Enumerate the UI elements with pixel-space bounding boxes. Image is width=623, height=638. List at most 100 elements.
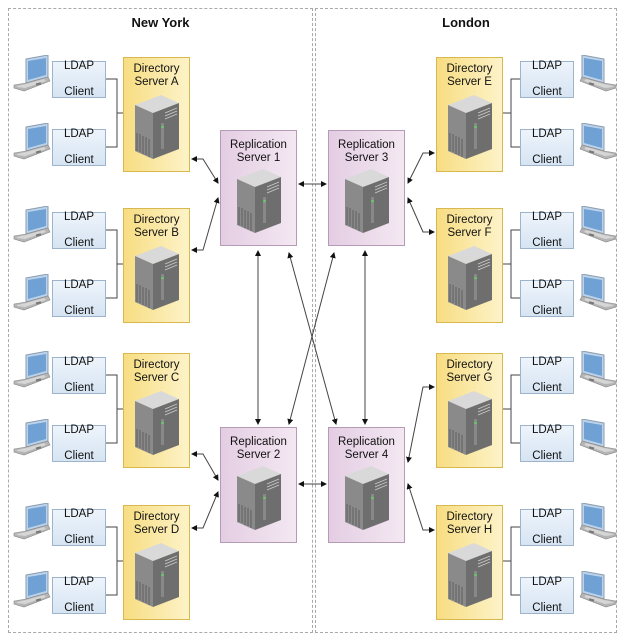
server-icon [131, 242, 183, 312]
laptop-icon [578, 205, 618, 246]
label-line: LDAP [531, 356, 563, 368]
client-connector [106, 78, 118, 148]
label-line: LDAP [531, 576, 563, 588]
laptop-icon [578, 502, 618, 543]
label-line: Directory [133, 214, 180, 226]
label-line: Server B [134, 227, 179, 239]
label-line: Client [64, 86, 94, 98]
label-line: LDAP [63, 211, 95, 223]
label-line: LDAP [531, 279, 563, 291]
label-line: Client [64, 237, 94, 249]
label-line: Server 4 [344, 449, 389, 461]
label-line: LDAP [63, 60, 95, 72]
server-icon [233, 165, 285, 235]
server-icon [444, 242, 496, 312]
label-line: Client [532, 534, 562, 546]
label-line: LDAP [63, 356, 95, 368]
label-line: Server H [446, 524, 493, 536]
laptop-icon [12, 570, 52, 611]
ldap-client: LDAP Client [520, 128, 574, 166]
replication-link [287, 252, 336, 425]
label-line: Client [532, 237, 562, 249]
ldap-client: LDAP Client [520, 356, 574, 394]
laptop-icon [578, 273, 618, 314]
label-line: Server C [133, 372, 180, 384]
label-line: Client [532, 450, 562, 462]
label-line: LDAP [63, 424, 95, 436]
label-line: Client [64, 305, 94, 317]
label-line: LDAP [531, 128, 563, 140]
server-icon [131, 387, 183, 457]
server-icon [444, 539, 496, 609]
label-line: Replication [338, 139, 395, 151]
server-icon [341, 462, 393, 532]
label-line: Client [532, 305, 562, 317]
label-line: Server F [447, 227, 492, 239]
laptop-icon [12, 205, 52, 246]
ldap-client: LDAP Client [520, 576, 574, 614]
replication-link [406, 384, 435, 463]
label-line: Replication [230, 436, 287, 448]
server-icon [131, 91, 183, 161]
label-line: Client [532, 602, 562, 614]
label-line: Directory [133, 511, 180, 523]
laptop-icon [12, 502, 52, 543]
ldap-client: LDAP Client [520, 279, 574, 317]
server-icon [341, 165, 393, 235]
client-connector [510, 229, 520, 299]
server-icon [444, 387, 496, 457]
laptop-icon [578, 350, 618, 391]
client-connector [106, 526, 118, 596]
server-icon [444, 91, 496, 161]
replication-link [407, 197, 435, 235]
label-line: Server 2 [236, 449, 281, 461]
server-icon [233, 462, 285, 532]
label-line: Directory [133, 63, 180, 75]
label-line: Server E [447, 76, 492, 88]
client-connector [510, 374, 520, 444]
label-line: Client [532, 154, 562, 166]
label-line: Directory [446, 214, 493, 226]
label-line: Client [64, 382, 94, 394]
label-line: Directory [446, 359, 493, 371]
laptop-icon [578, 122, 618, 163]
ldap-client: LDAP Client [52, 508, 106, 546]
replication-link [191, 197, 220, 253]
client-connector [510, 526, 520, 596]
label-line: LDAP [63, 279, 95, 291]
laptop-icon [12, 418, 52, 459]
label-line: Client [532, 382, 562, 394]
laptop-icon [12, 54, 52, 95]
replication-link [191, 491, 219, 531]
label-line: Directory [446, 511, 493, 523]
label-line: Replication [338, 436, 395, 448]
label-line: Client [64, 450, 94, 462]
ldap-client: LDAP Client [52, 211, 106, 249]
label-line: Directory [446, 63, 493, 75]
client-connector [106, 374, 118, 444]
label-line: LDAP [63, 576, 95, 588]
label-line: Server G [446, 372, 493, 384]
laptop-icon [578, 54, 618, 95]
region-title: New York [131, 15, 190, 30]
label-line: Client [532, 86, 562, 98]
label-line: Client [64, 534, 94, 546]
ldap-client: LDAP Client [52, 60, 106, 98]
label-line: LDAP [63, 508, 95, 520]
label-line: LDAP [531, 424, 563, 436]
label-line: Server D [133, 524, 180, 536]
